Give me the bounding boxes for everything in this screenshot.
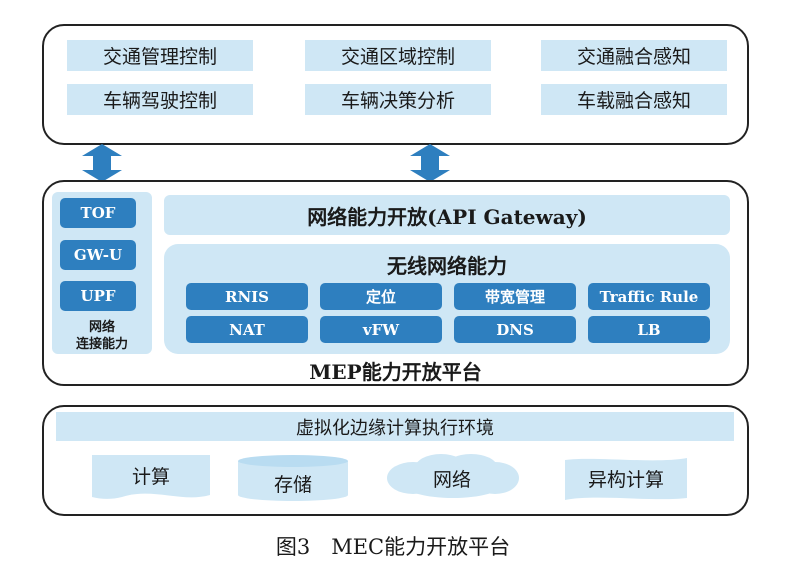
rnis-item: RNIS	[186, 283, 308, 310]
hetero-compute-shape	[565, 458, 687, 500]
wireless-capability-title: 无线网络能力	[387, 254, 507, 278]
traffic-rule-item: Traffic Rule	[588, 283, 710, 310]
network-label: 网络	[432, 469, 471, 491]
lb-item: LB	[588, 316, 710, 343]
compute-label: 计算	[131, 466, 170, 488]
bandwidth-management-item: 带宽管理	[454, 283, 576, 310]
vfw-item: vFW	[320, 316, 442, 343]
app-traffic-fusion-sensing: 交通融合感知	[541, 40, 727, 71]
app-onboard-fusion-sensing: 车载融合感知	[541, 84, 727, 115]
network-connection-label-line1: 网络	[88, 320, 115, 335]
network-cloud-icon	[387, 454, 519, 498]
gwu-item: GW-U	[60, 240, 136, 270]
dns-item: DNS	[454, 316, 576, 343]
storage-label: 存储	[273, 474, 312, 496]
api-gateway-bar: 网络能力开放(API Gateway)	[164, 195, 730, 235]
positioning-item: 定位	[320, 283, 442, 310]
virtual-env-bar: 虚拟化边缘计算执行环境	[56, 412, 734, 441]
hetero-compute-label: 异构计算	[587, 469, 664, 491]
compute-shape	[92, 455, 210, 499]
nat-item: NAT	[186, 316, 308, 343]
tof-item: TOF	[60, 198, 136, 228]
app-vehicle-driving-control: 车辆驾驶控制	[67, 84, 253, 115]
app-traffic-area-control: 交通区域控制	[305, 40, 491, 71]
storage-cylinder-icon	[238, 455, 348, 501]
double-arrow-icon-left	[82, 144, 122, 182]
network-connection-label-line2: 连接能力	[75, 337, 128, 352]
double-arrow-icon-center	[410, 144, 450, 182]
upf-item: UPF	[60, 281, 136, 311]
mep-platform-title: MEP能力开放平台	[309, 360, 482, 384]
figure-caption: 图3 MEC能力开放平台	[275, 535, 511, 559]
app-traffic-management-control: 交通管理控制	[67, 40, 253, 71]
app-vehicle-decision-analysis: 车辆决策分析	[305, 84, 491, 115]
